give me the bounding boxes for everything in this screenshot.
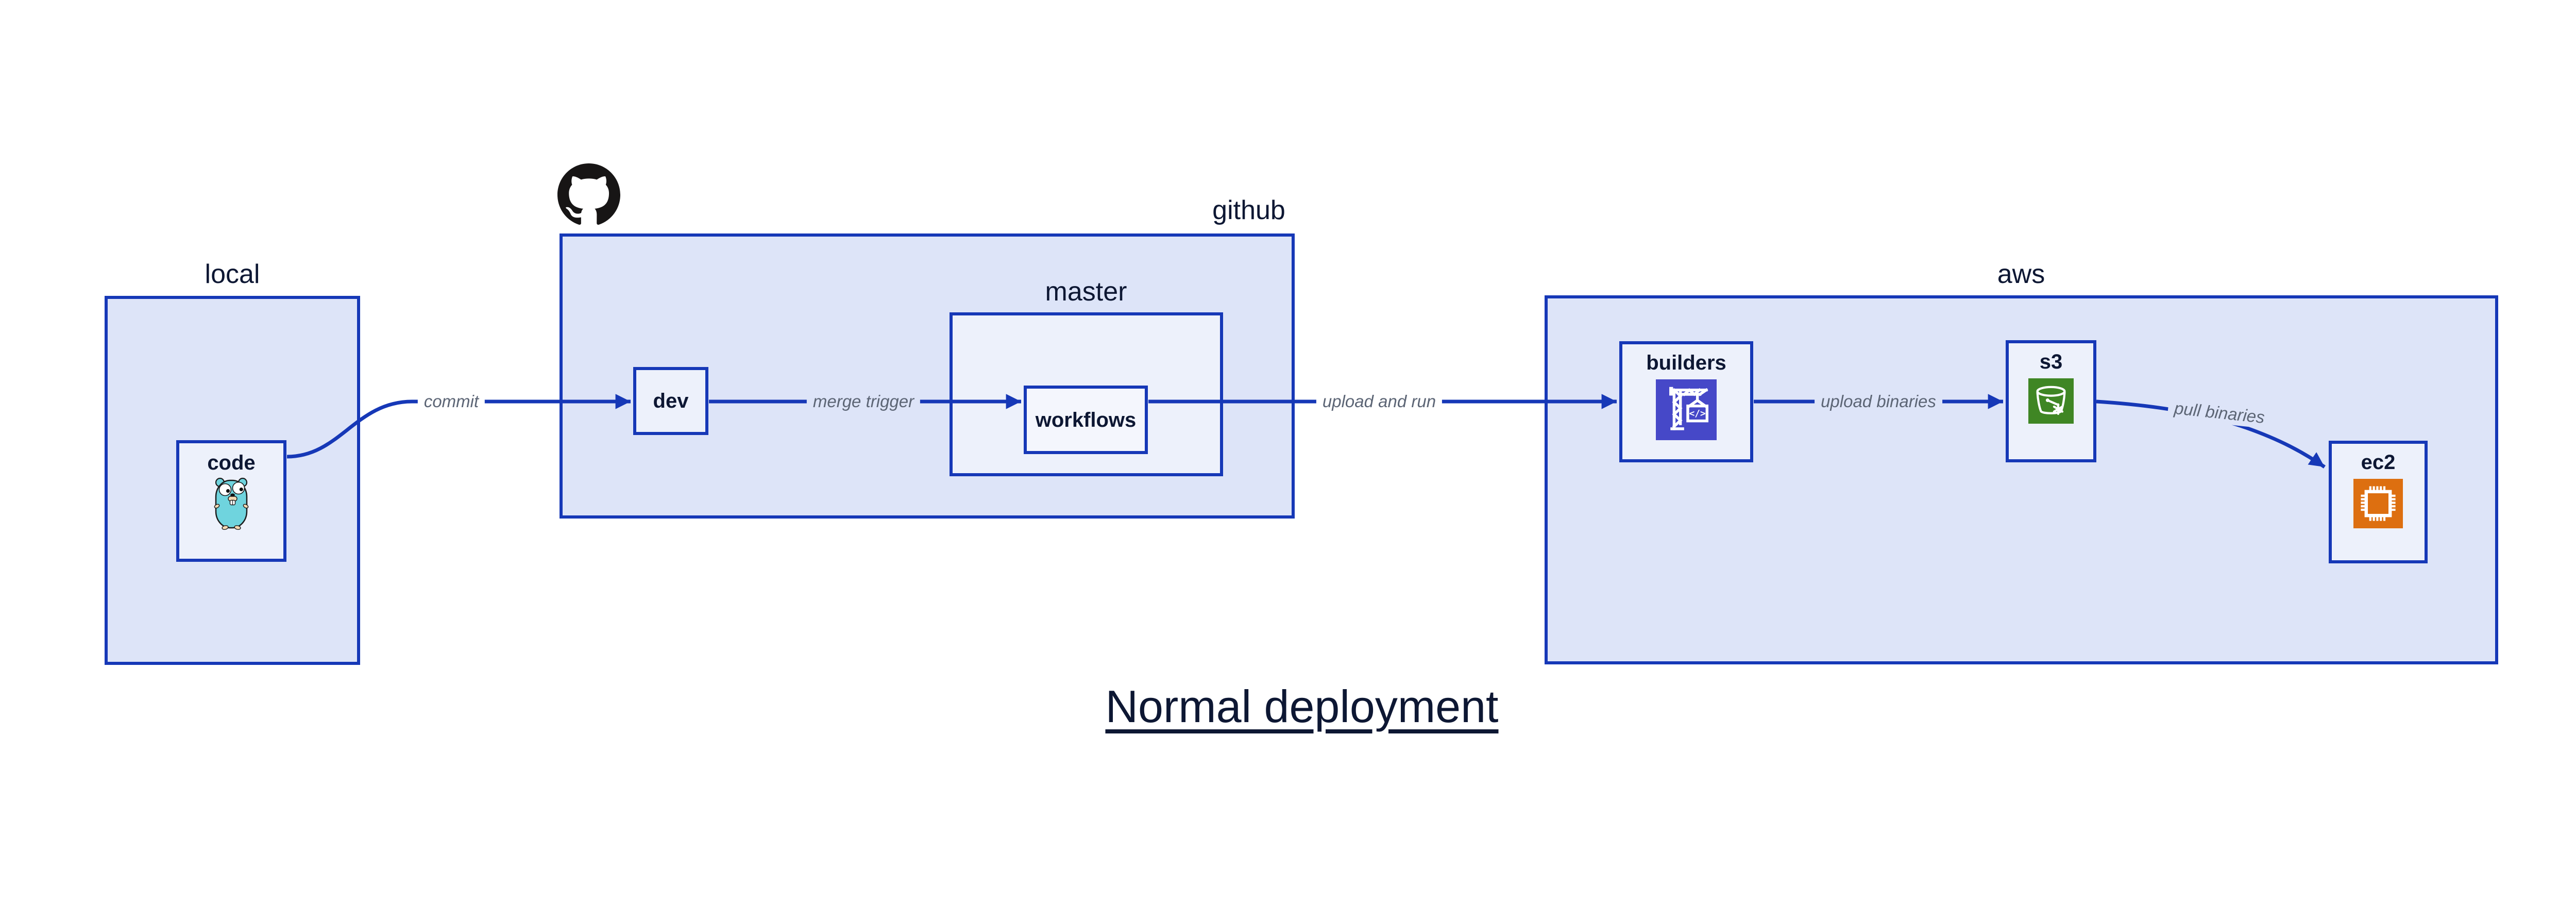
edge-label-upload-and-run: upload and run xyxy=(1316,391,1443,412)
node-label-workflows: workflows xyxy=(1035,408,1137,431)
edge-label-upload-binaries: upload binaries xyxy=(1815,391,1942,412)
svg-text:</>: </> xyxy=(1689,409,1706,419)
node-s3: s3 xyxy=(2006,340,2096,462)
container-label-github: github xyxy=(1212,195,1285,225)
node-dev: dev xyxy=(633,367,708,435)
node-label-ec2: ec2 xyxy=(2361,451,2396,474)
node-label-builders: builders xyxy=(1646,352,1726,374)
container-label-aws: aws xyxy=(1997,259,2045,289)
node-label-code: code xyxy=(207,452,256,474)
diagram-title: Normal deployment xyxy=(1105,681,1499,732)
edge-label-commit: commit xyxy=(417,391,485,412)
s3-glacier-bucket-icon xyxy=(2028,378,2074,426)
codebuild-crane-icon: </> xyxy=(1656,379,1717,443)
node-ec2: ec2 xyxy=(2329,441,2428,563)
node-workflows: workflows xyxy=(1024,386,1148,454)
container-label-master: master xyxy=(1045,277,1127,307)
node-code: code xyxy=(176,440,286,562)
ec2-chip-icon xyxy=(2353,479,2403,531)
go-gopher-icon xyxy=(213,476,249,532)
node-label-dev: dev xyxy=(653,390,689,412)
github-octocat-icon xyxy=(557,163,620,225)
edge-label-merge-trigger: merge trigger xyxy=(806,391,921,412)
container-label-local: local xyxy=(205,259,260,289)
node-label-s3: s3 xyxy=(2039,350,2063,373)
node-builders: builders </> xyxy=(1619,341,1753,462)
